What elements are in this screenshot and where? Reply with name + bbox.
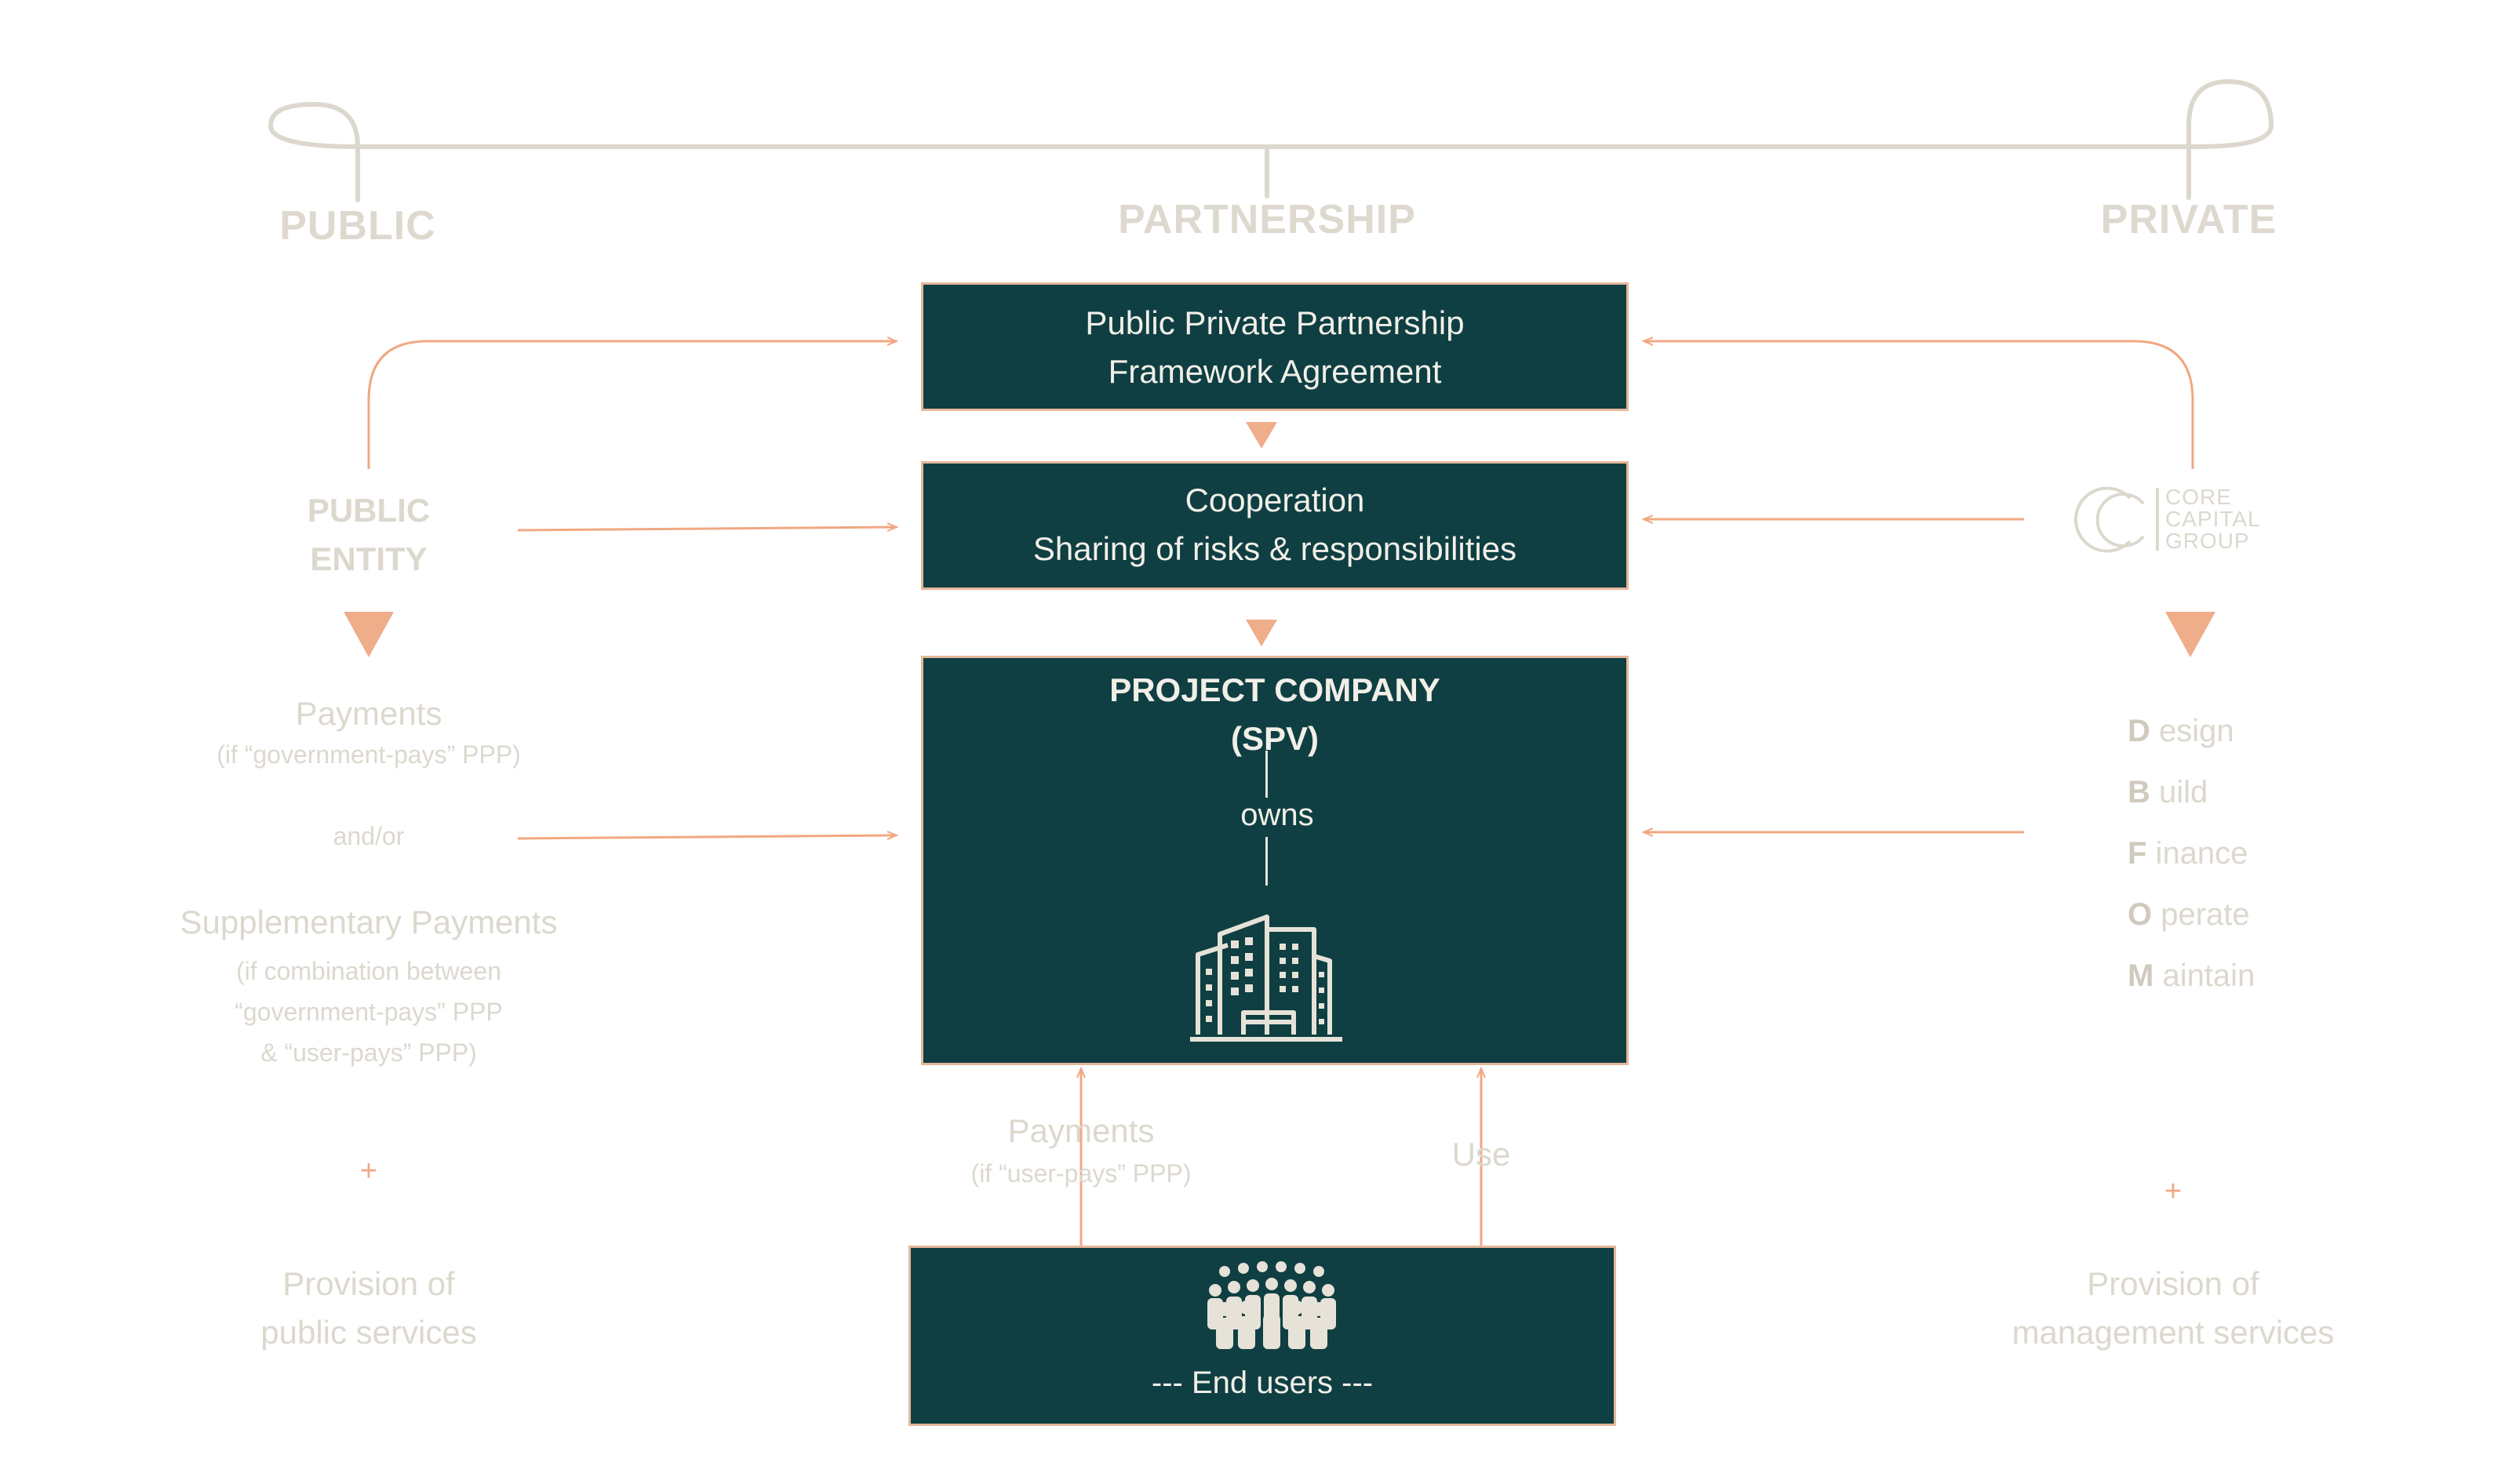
supplementary-payments-note: (if combination between “government-pays… [133,951,604,1073]
dbfom-list: D esign B uild F inance O perate M ainta… [2128,714,2363,1012]
end-users-label: --- End users --- [1151,1366,1374,1400]
logo-text-line-2: CAPITAL [2165,507,2261,531]
cooperation-line-2: Sharing of risks & responsibilities [1032,530,1517,567]
public-down-triangle [344,612,394,657]
dbfom-item-design: D esign [2128,714,2234,748]
private-to-agreement-arrow [1644,341,2194,469]
dbfom-item-maintain: M aintain [2128,958,2255,993]
public-payments-label: Payments [295,695,442,732]
user-payments-label: Payments [1007,1112,1155,1149]
project-company-box: PROJECT COMPANY (SPV) owns [921,656,1629,1065]
private-down-triangle [2165,612,2215,657]
private-plus: + [2164,1175,2183,1208]
logo-text-line-1: CORE [2165,485,2232,509]
header-private: PRIVATE [2100,197,2277,242]
end-users-box: --- End users --- [908,1246,1616,1426]
down-triangle-2 [1246,620,1277,646]
management-services-label: Provision of management services [1938,1260,2408,1357]
public-entity-line-1: PUBLIC [307,492,431,529]
logo-text-line-3: GROUP [2165,529,2250,553]
spectrum-line [268,78,2274,202]
public-services-line-2: public services [260,1314,477,1351]
supp-note-line-3: & “user-pays” PPP) [260,1038,477,1067]
management-services-line-2: management services [2011,1314,2335,1351]
public-plus: + [359,1155,378,1188]
buildings-icon [1190,915,1342,1042]
header-partnership: PARTNERSHIP [1118,197,1416,242]
payments-to-project-arrow [517,835,897,838]
project-company-title: PROJECT COMPANY [1109,671,1440,708]
and-or-label: and/or [333,822,405,850]
public-to-cooperation-arrow [517,527,897,530]
cooperation-line-1: Cooperation [1185,482,1365,518]
agreement-line-1: Public Private Partnership [1085,304,1465,341]
project-company-spv: (SPV) [1230,720,1319,757]
public-services-line-1: Provision of [282,1265,455,1302]
public-services-label: Provision of public services [173,1260,565,1357]
owns-label: owns [1240,798,1314,832]
public-entity-label: PUBLIC ENTITY [259,486,479,584]
use-label: Use [1451,1136,1511,1173]
owns-line-bottom [1265,837,1268,886]
supplementary-payments-label: Supplementary Payments [180,904,558,940]
dbfom-item-operate: O perate [2128,897,2250,932]
core-capital-logo-text: CORE CAPITAL GROUP [2165,486,2261,552]
header-public: PUBLIC [279,203,436,249]
supp-note-line-2: “government-pays” PPP [235,998,503,1026]
owns-line-top [1265,751,1268,798]
core-capital-logo-mark [2074,486,2159,553]
cooperation-box: Cooperation Sharing of risks & responsib… [921,461,1629,590]
management-services-line-1: Provision of [2087,1265,2259,1302]
user-payments-note: (if “user-pays” PPP) [970,1159,1192,1188]
public-payments-note: (if “government-pays” PPP) [217,740,521,769]
dbfom-item-build: B uild [2128,775,2208,809]
agreement-box: Public Private Partnership Framework Agr… [921,282,1629,411]
down-triangle-1 [1246,422,1277,449]
crowd-icon [1207,1261,1336,1349]
public-entity-line-2: ENTITY [310,540,428,577]
public-to-agreement-arrow [367,341,897,469]
supp-note-line-1: (if combination between [236,957,501,985]
agreement-line-2: Framework Agreement [1108,353,1442,390]
dbfom-item-finance: F inance [2128,836,2248,871]
